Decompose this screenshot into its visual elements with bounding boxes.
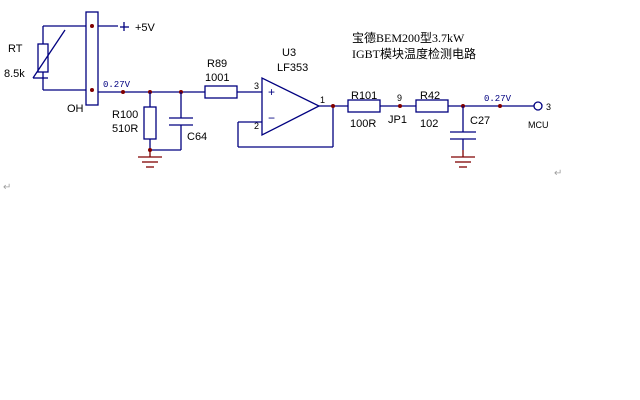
r42-value: 102 <box>420 118 438 130</box>
thermistor-value: 8.5k <box>4 68 25 80</box>
r101-value: 100R <box>350 118 376 130</box>
capacitor-c27: C27 <box>450 104 490 150</box>
resistor-r101: R101 100R <box>347 90 416 130</box>
c64-ref: C64 <box>187 131 207 143</box>
opamp-pin-plus: 3 <box>254 81 259 91</box>
title-line-2: IGBT模块温度检测电路 <box>352 46 476 61</box>
mcu-pin: 3 <box>546 102 551 112</box>
c27-ref: C27 <box>470 115 490 127</box>
r89-value: 1001 <box>205 72 229 84</box>
paragraph-mark: ↵ <box>3 182 11 193</box>
net-voltage-output: 0.27V <box>484 94 512 104</box>
opamp-plus-sign: + <box>268 85 275 99</box>
capacitor-c64: C64 <box>150 92 207 151</box>
paragraph-mark: ↵ <box>554 168 562 179</box>
ground-symbol <box>451 150 475 168</box>
resistor-r100: R100 510R <box>112 92 157 150</box>
r89-ref: R89 <box>207 58 227 70</box>
mcu-output: 0.27V 3 MCU <box>484 94 551 130</box>
jumper-jp1: 9 JP1 <box>388 93 407 126</box>
r101-ref: R101 <box>351 90 377 102</box>
r42-ref: R42 <box>420 90 440 102</box>
net-voltage-input: 0.27V <box>103 80 131 90</box>
opamp-u3: + − 3 2 1 U3 LF353 <box>237 47 348 148</box>
mcu-label: MCU <box>528 120 549 130</box>
r100-ref: R100 <box>112 109 138 121</box>
title-line-1: 宝德BEM200型3.7kW <box>352 30 465 45</box>
supply-label: +5V <box>135 22 156 34</box>
r100-value: 510R <box>112 123 138 135</box>
supply-5v: +5V <box>98 22 156 34</box>
junction-dot <box>121 90 125 94</box>
jumper-ref: JP1 <box>388 114 407 126</box>
jumper-pin: 9 <box>397 93 402 103</box>
opamp-minus-sign: − <box>268 111 275 125</box>
opamp-pin-minus: 2 <box>254 121 259 131</box>
ground-symbol <box>138 148 162 168</box>
thermistor-rt: RT 8.5k <box>4 25 86 91</box>
thermistor-ref: RT <box>8 43 23 55</box>
module-label: OH <box>67 103 84 115</box>
opamp-ref: U3 <box>282 47 296 59</box>
igbt-module-box: OH <box>67 11 99 115</box>
resistor-r89: R89 1001 <box>204 58 262 99</box>
opamp-part: LF353 <box>277 62 308 74</box>
opamp-pin-out: 1 <box>320 95 325 105</box>
